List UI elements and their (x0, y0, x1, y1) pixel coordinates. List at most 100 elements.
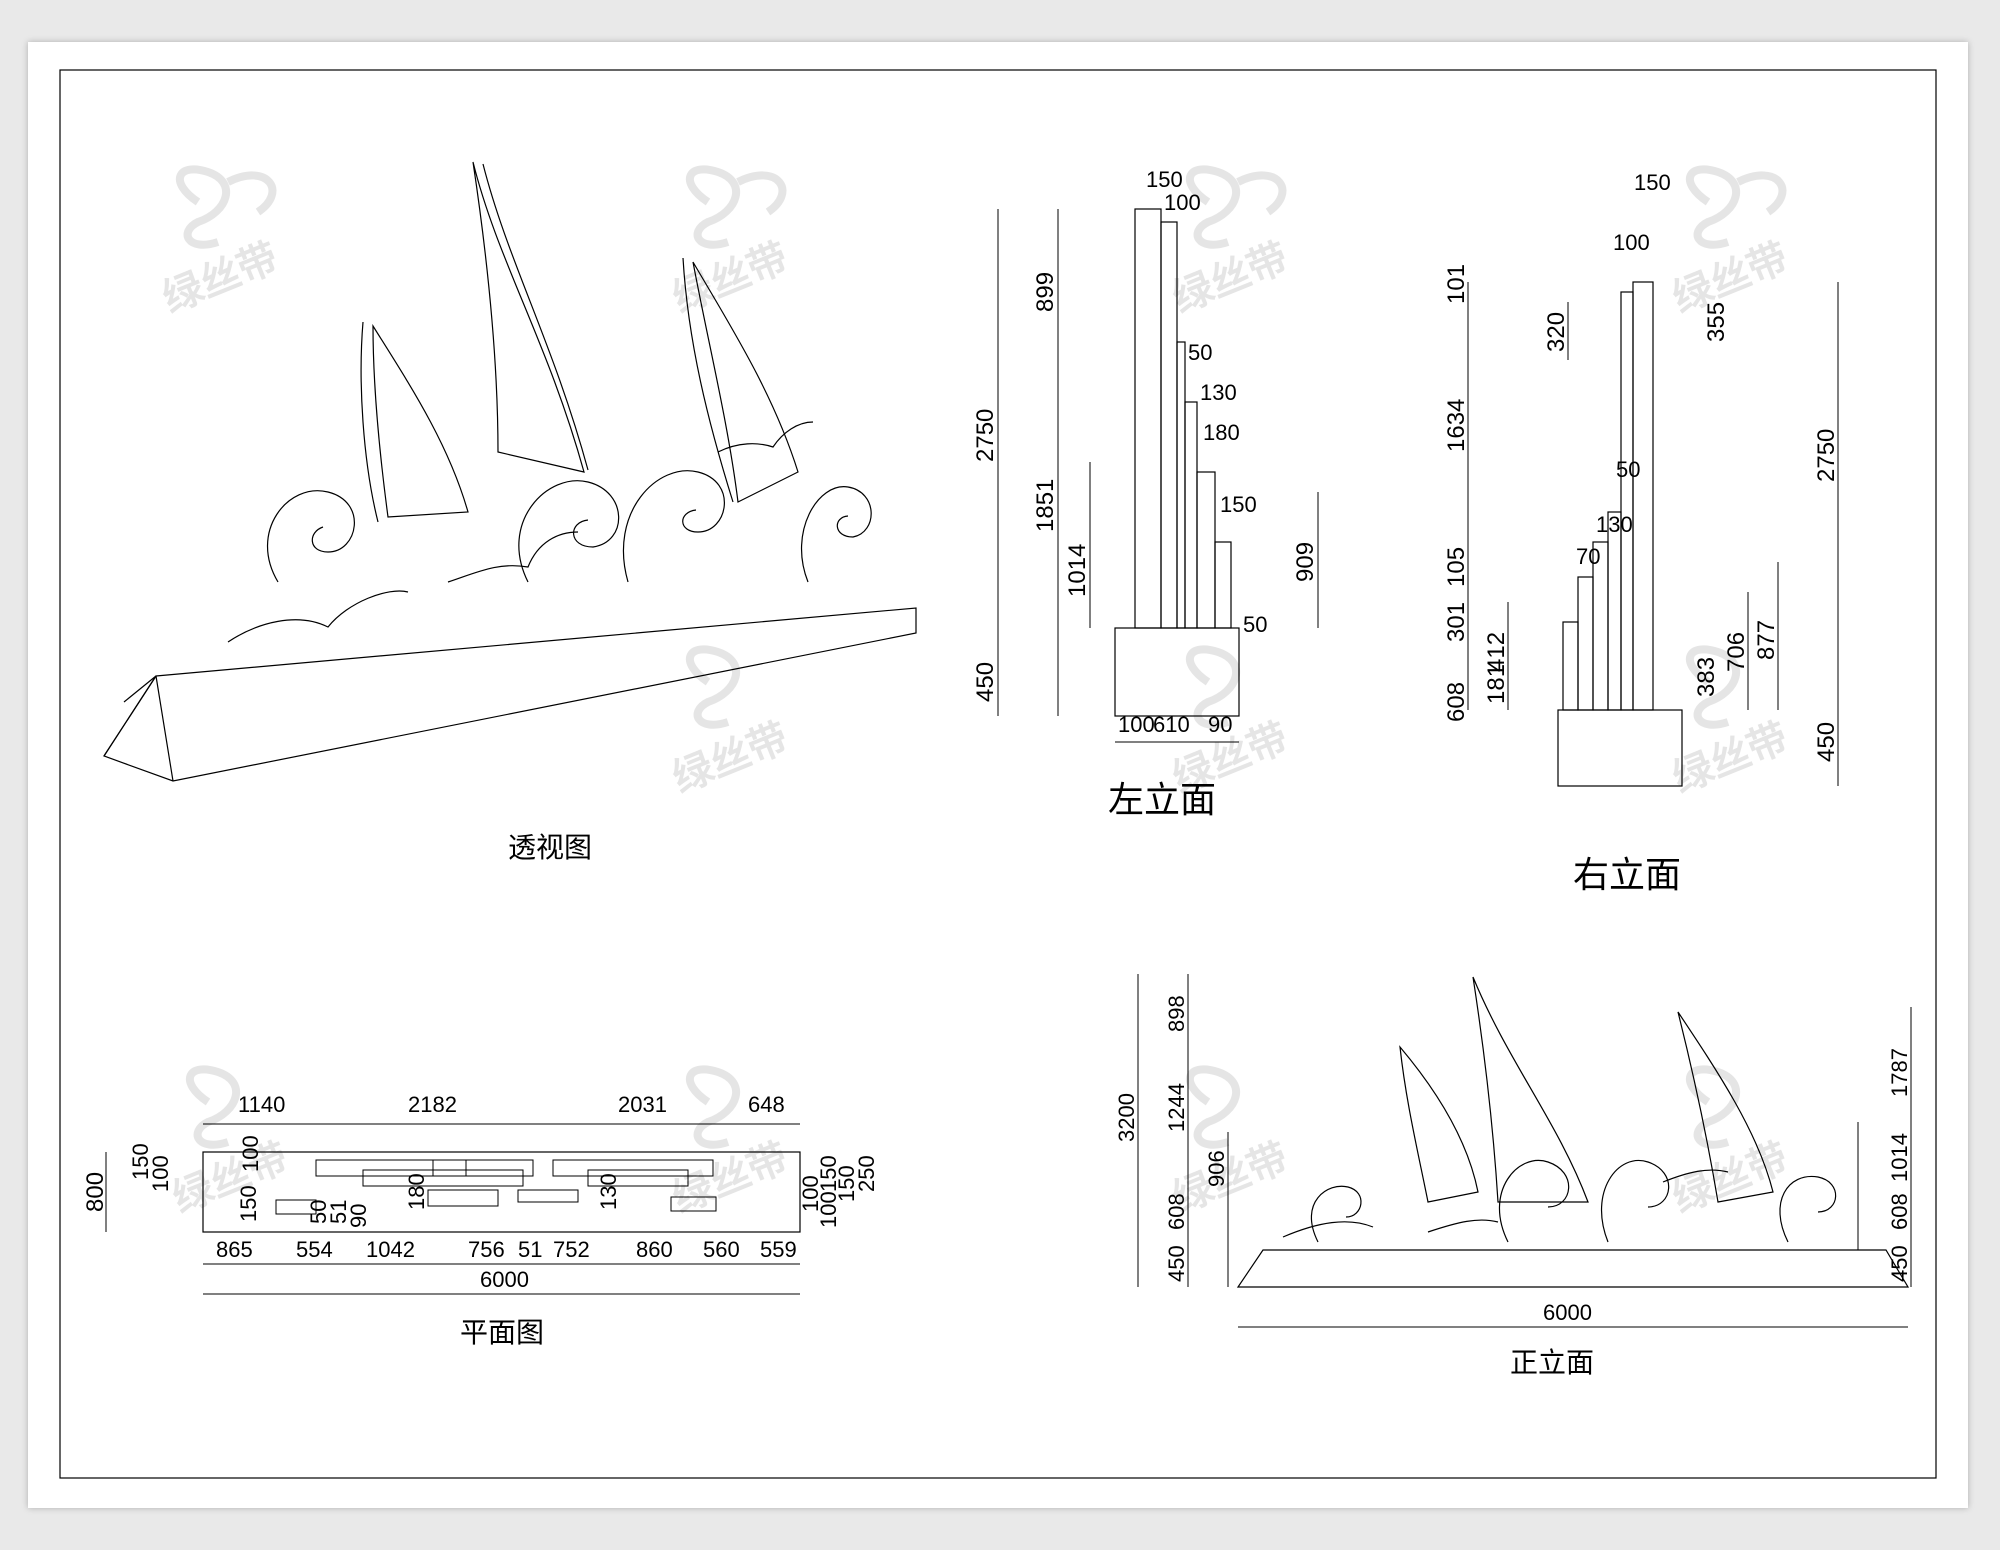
front-elevation-title: 正立面 (1510, 1347, 1594, 1378)
front-sail-center (1472, 976, 1589, 1203)
dim-label: 608 (1443, 682, 1470, 722)
dim-label: 6000 (1543, 1300, 1592, 1325)
dim-label: 70 (1576, 544, 1600, 569)
dim-label: 90 (1208, 712, 1232, 737)
dim-label: 100 (148, 1155, 173, 1192)
dim-label: 1244 (1164, 1083, 1189, 1132)
front-base (1236, 1249, 1910, 1288)
dim-label: 100 (1118, 712, 1155, 737)
right-elev-column (1577, 576, 1594, 711)
dim-label: 412 (1483, 632, 1510, 672)
dim-label: 2750 (1813, 429, 1840, 482)
dim-label: 450 (972, 662, 999, 702)
watermark-text: 绿丝带 (667, 716, 795, 802)
perspective-sail-right (692, 261, 799, 503)
left-elev-base (1114, 627, 1240, 717)
dim-label: 90 (346, 1204, 371, 1228)
dim-label: 150 (834, 1165, 859, 1202)
dim-label: 1634 (1443, 399, 1470, 452)
watermark-logo: 绿丝带 (1667, 1065, 1794, 1221)
dim-label: 100 (816, 1191, 841, 1228)
dim-label: 150 (236, 1185, 261, 1222)
dim-label: 101 (1443, 264, 1470, 304)
dim-label: 2750 (972, 409, 999, 462)
plan-block (432, 1159, 534, 1177)
drawing-frame (59, 69, 1937, 1479)
dim-label: 50 (1616, 457, 1640, 482)
dim-label: 180 (404, 1173, 429, 1210)
dim-label: 1014 (1064, 544, 1091, 597)
dim-label: 150 (128, 1143, 153, 1180)
dim-label: 301 (1443, 602, 1470, 642)
dim-label: 559 (760, 1237, 797, 1262)
left-elev-column (1176, 341, 1186, 629)
dim-label: 3200 (1114, 1093, 1139, 1142)
dim-label: 756 (468, 1237, 505, 1262)
dim-label: 610 (1153, 712, 1190, 737)
front-elevation: 3200 898 1244 906 608 450 1787 1014 608 … (1114, 974, 1912, 1378)
dim-label: 608 (1887, 1193, 1912, 1230)
plan-block (517, 1189, 579, 1203)
front-wave (1779, 1175, 1837, 1243)
dim-label: 51 (518, 1237, 542, 1262)
dim-label: 100 (1613, 230, 1650, 255)
plan-block (552, 1159, 714, 1177)
left-elevation-title: 左立面 (1108, 779, 1216, 820)
dim-label: 554 (296, 1237, 333, 1262)
watermark-logo: 绿丝带 (1667, 165, 1795, 322)
dim-label: 130 (596, 1173, 621, 1210)
front-wave (1498, 1159, 1570, 1243)
dim-label: 100 (1164, 190, 1201, 215)
plan-block (315, 1159, 467, 1177)
perspective-bird (717, 421, 814, 453)
dim-label: 150 (1220, 492, 1257, 517)
cad-drawing: 绿丝带 绿丝带 绿丝带 绿丝带 绿丝带 绿丝带 绿丝带 (59, 69, 1937, 1479)
perspective-sail-left-edge (360, 321, 379, 523)
perspective-base-edge (123, 675, 174, 782)
dim-label: 860 (636, 1237, 673, 1262)
right-elevation-title: 右立面 (1573, 854, 1681, 895)
perspective-wave (518, 480, 620, 583)
left-elev-column (1214, 541, 1232, 629)
watermark-logo: 绿丝带 (667, 645, 795, 802)
right-elev-column (1607, 511, 1622, 711)
dim-label: 320 (1543, 312, 1570, 352)
dim-label: 1140 (238, 1092, 285, 1117)
perspective-bird (227, 590, 409, 643)
watermark-text: 绿丝带 (167, 1136, 295, 1222)
dim-label: 450 (1164, 1245, 1189, 1282)
dim-label: 909 (1292, 542, 1319, 582)
dim-label: 50 (1243, 612, 1267, 637)
dim-label: 250 (854, 1155, 879, 1192)
dim-label: 1042 (366, 1237, 415, 1262)
front-bird (1427, 1219, 1499, 1233)
dim-label: 1787 (1887, 1048, 1912, 1097)
perspective-view: 透视图 (103, 161, 917, 863)
watermark-text: 绿丝带 (1667, 236, 1795, 322)
dim-label: 877 (1753, 620, 1780, 660)
perspective-sail-center (472, 161, 585, 473)
right-elev-base (1557, 709, 1683, 787)
perspective-sail-right-edge (682, 257, 734, 503)
front-wave (1600, 1159, 1670, 1243)
left-elevation: 899 2750 1851 1014 450 150 100 50 130 18… (972, 167, 1319, 820)
perspective-base (103, 607, 917, 782)
dim-label: 2182 (408, 1092, 457, 1117)
dim-label: 706 (1723, 632, 1750, 672)
dim-label: 752 (553, 1237, 590, 1262)
dim-label: 100 (798, 1175, 823, 1212)
dim-label: 50 (1188, 340, 1212, 365)
dim-label: 6000 (480, 1267, 529, 1292)
front-sail-left (1399, 1045, 1479, 1203)
front-bird (1662, 1169, 1729, 1183)
watermark-text: 绿丝带 (1667, 716, 1795, 802)
watermark-text: 绿丝带 (667, 236, 795, 322)
plan-outline (202, 1151, 801, 1233)
dim-label: 130 (1596, 512, 1633, 537)
right-elev-column (1620, 291, 1634, 711)
dim-label: 130 (1200, 380, 1237, 405)
watermark-text: 绿丝带 (157, 236, 285, 322)
dim-label: 1851 (1032, 479, 1059, 532)
left-elev-column (1196, 471, 1216, 629)
dim-label: 150 (1146, 167, 1183, 192)
